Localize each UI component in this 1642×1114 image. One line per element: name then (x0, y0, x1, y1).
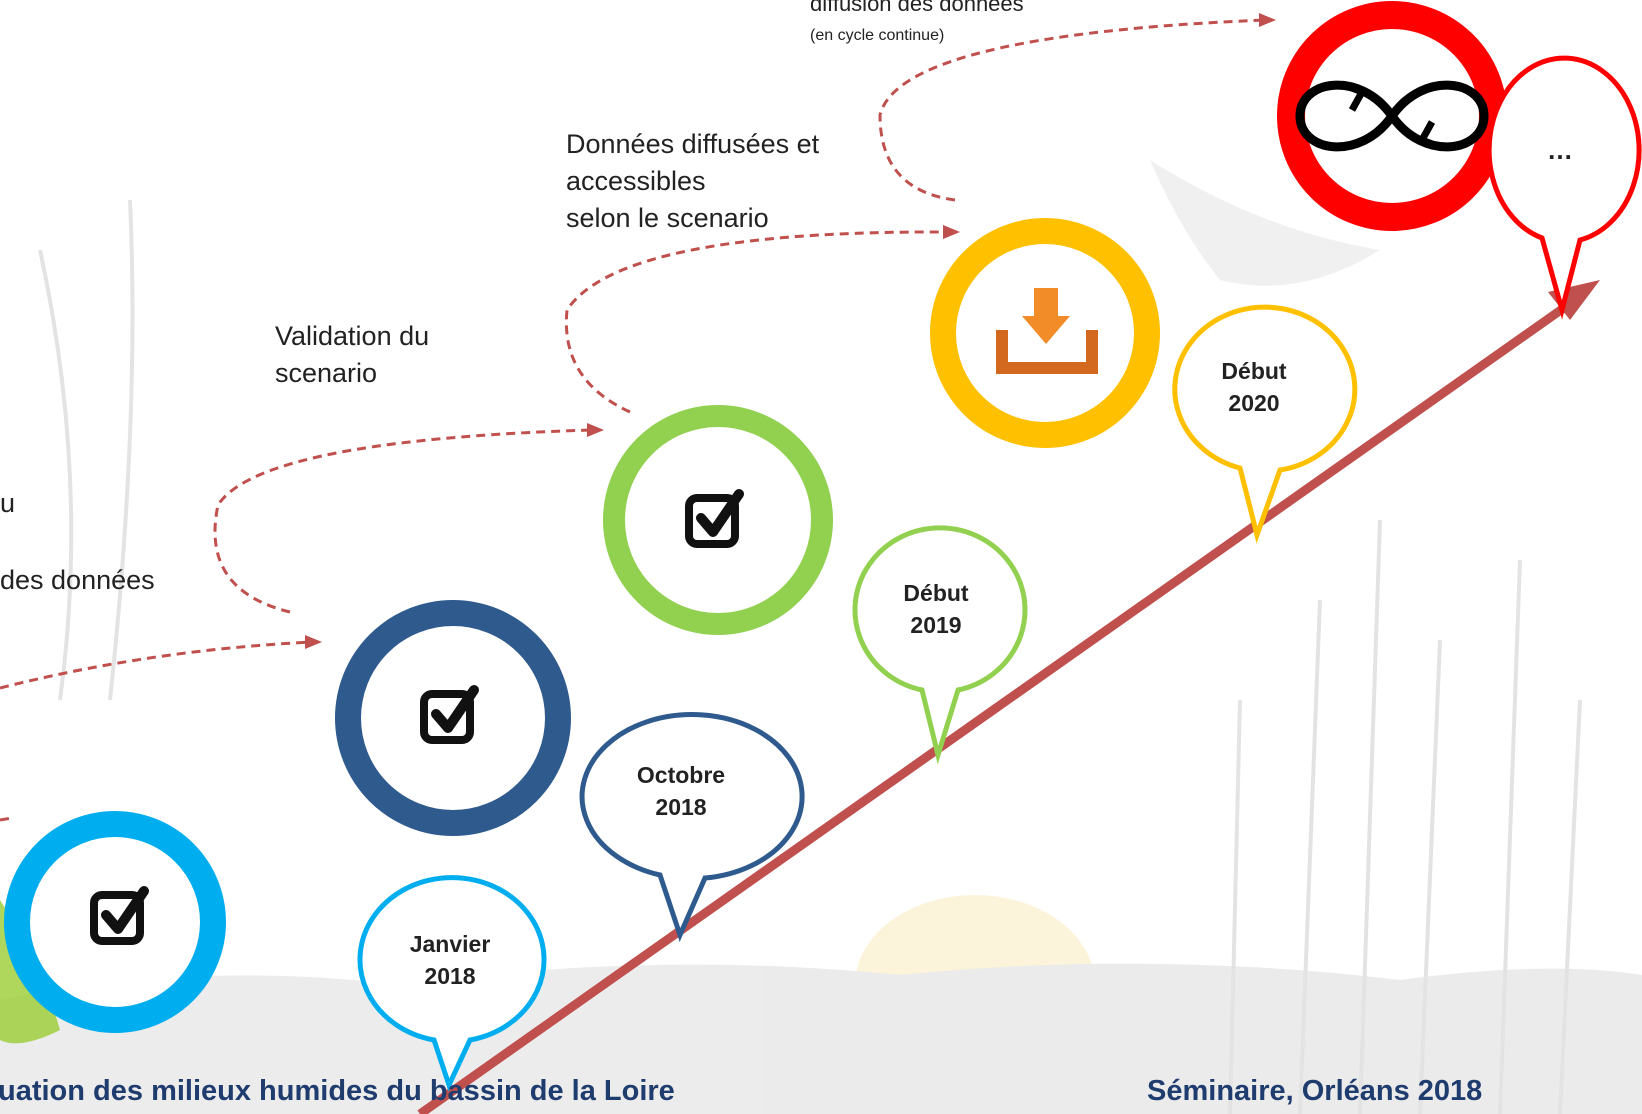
background-landscape (0, 160, 1642, 1114)
timeline-bubble-janvier-2018 (357, 875, 547, 1092)
timeline-bubble-debut-2019 (852, 525, 1028, 765)
timeline-bubble-debut-2020 (1172, 304, 1358, 544)
step5-label: diffusion des données (810, 0, 1024, 16)
download-icon (996, 288, 1098, 374)
checkbox-icon (685, 489, 744, 548)
infinity-cycle-icon (1295, 80, 1489, 152)
bubble-label-debut-2020: Début 2020 (1221, 358, 1287, 416)
partial-left-text-2: des données (0, 565, 155, 595)
bubble-label-debut-2019: Début 2019 (903, 580, 969, 638)
connector-arrowheads (305, 13, 1276, 649)
partial-left-text-1: u (0, 488, 16, 518)
checkbox-icon (90, 886, 149, 945)
step-connectors (0, 18, 1266, 822)
bubble-label-ellipsis: … (1547, 135, 1573, 165)
step5-sublabel: (en cycle continue) (810, 27, 945, 44)
bubble-label-janvier-2018: Janvier 2018 (409, 931, 491, 989)
footer-seminar: Séminaire, Orléans 2018 (1147, 1075, 1483, 1107)
timeline-bubble-octobre-2018 (579, 712, 805, 942)
step4-label: Données diffusées et accessibles selon l… (566, 129, 820, 233)
checkbox-icon (420, 685, 479, 744)
footer-title: uation des milieux humides du bassin de … (0, 1075, 675, 1107)
step3-label: Validation du scenario (275, 321, 430, 388)
timeline-bubble-ellipsis (1486, 55, 1642, 320)
bubble-label-octobre-2018: Octobre 2018 (636, 762, 726, 820)
